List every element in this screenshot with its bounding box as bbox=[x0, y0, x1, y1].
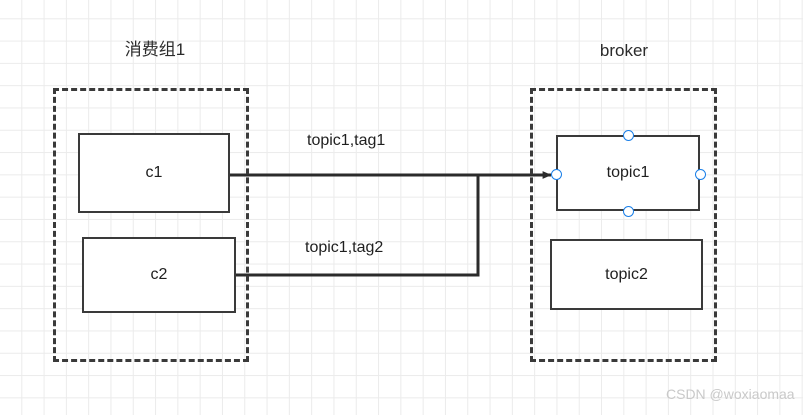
group-title-consumer-group: 消费组1 bbox=[124, 40, 186, 59]
edge-c2-to-topic1[interactable] bbox=[236, 175, 480, 277]
resize-handle-left[interactable] bbox=[550, 168, 562, 180]
group-title-broker: broker bbox=[599, 41, 649, 60]
node-label-c2: c2 bbox=[150, 266, 168, 283]
resize-handle-top[interactable] bbox=[622, 129, 634, 141]
node-label-topic1: topic1 bbox=[606, 164, 650, 181]
node-label-topic2: topic2 bbox=[605, 265, 648, 283]
resize-handle-bottom[interactable] bbox=[622, 205, 634, 217]
watermark: CSDN @woxiaomaa bbox=[666, 386, 795, 402]
node-topic1[interactable]: topic1 bbox=[556, 135, 700, 211]
node-c2[interactable]: c2 bbox=[82, 237, 236, 313]
node-label-c1: c1 bbox=[145, 164, 163, 181]
resize-handle-right[interactable] bbox=[694, 168, 706, 180]
edge-label-topic1-tag2[interactable]: topic1,tag2 bbox=[305, 239, 384, 256]
node-topic2[interactable]: topic2 bbox=[550, 239, 703, 310]
group-box-broker[interactable] bbox=[530, 88, 717, 362]
edge-label-topic1-tag1[interactable]: topic1,tag1 bbox=[307, 132, 386, 149]
group-box-consumer-group[interactable] bbox=[53, 88, 249, 362]
node-c1[interactable]: c1 bbox=[78, 133, 230, 213]
